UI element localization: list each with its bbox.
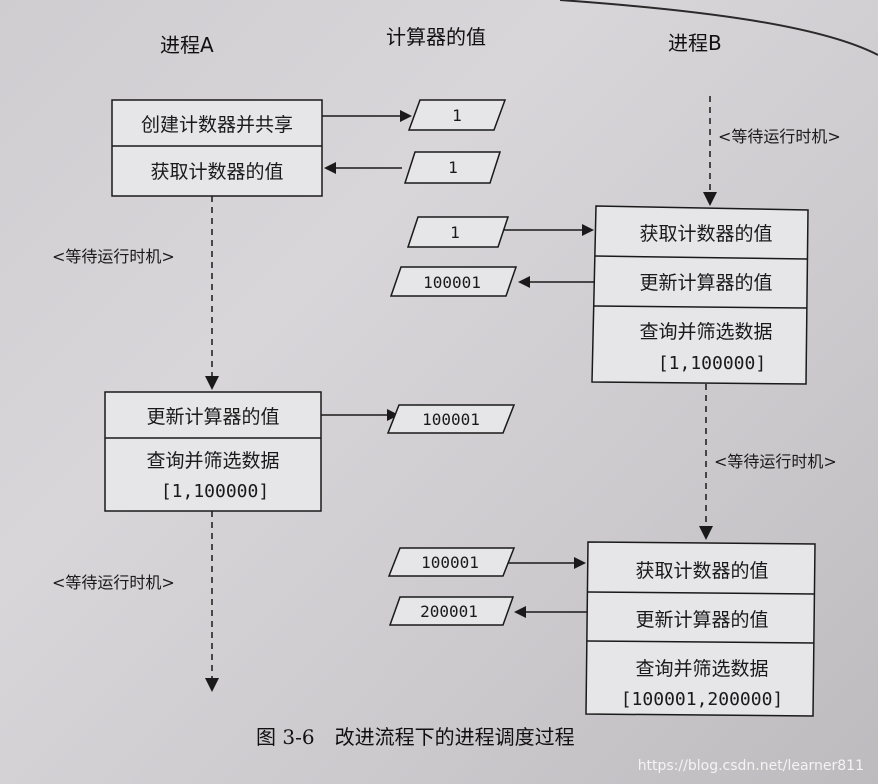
process-b-box-1-row-2: 更新计算器的值 (639, 272, 772, 294)
process-b-wait-label-1: <等待运行时机> (718, 127, 841, 146)
process-a-wait-label-1: <等待运行时机> (52, 247, 175, 266)
header-process-b: 进程B (668, 31, 722, 55)
process-b-wait-arrowhead-2 (699, 526, 713, 540)
process-b-box-2: 获取计数器的值 更新计算器的值 查询并筛选数据 [100001,200000] (585, 541, 816, 717)
process-a-wait-arrowhead-1 (205, 376, 219, 390)
process-b-wait-arrowhead-1 (703, 192, 717, 206)
process-a-wait-arrowhead-2 (205, 678, 219, 692)
value-box-1-text: 1 (452, 106, 462, 125)
value-box-4: 100001 (389, 266, 518, 297)
process-a-box-2-row-1: 更新计算器的值 (146, 406, 279, 428)
process-b-box-1-row-3-line-1: 查询并筛选数据 (639, 321, 772, 343)
value-box-4-text: 100001 (423, 273, 481, 292)
process-a-box-1: 创建计数器并共享 获取计数器的值 (111, 99, 323, 197)
value-box-6: 100001 (387, 547, 516, 577)
process-a-box-1-row-2: 获取计数器的值 (150, 161, 283, 183)
process-b-box-2-row-1: 获取计数器的值 (635, 560, 768, 582)
process-b-wait-label-2: <等待运行时机> (714, 452, 837, 471)
value-box-2-text: 1 (448, 158, 458, 177)
header-process-a: 进程A (160, 33, 214, 57)
process-b-box-2-row-3-line-1: 查询并筛选数据 (635, 658, 768, 680)
process-b-box-1-row-1: 获取计数器的值 (639, 223, 772, 245)
value-box-7-text: 200001 (420, 602, 478, 621)
header-counter-value: 计算器的值 (386, 25, 486, 49)
figure-caption: 图 3-6 改进流程下的进程调度过程 (256, 725, 575, 749)
process-b-box-2-row-2: 更新计算器的值 (635, 609, 768, 631)
process-b-box-2-row-3-line-2: [100001,200000] (621, 689, 784, 710)
value-box-3: 1 (406, 216, 510, 248)
value-box-5: 100001 (386, 404, 516, 434)
page-edge-curve (559, 0, 878, 56)
watermark-url: https://blog.csdn.net/learner811 (638, 758, 864, 774)
process-a-box-2-row-2-line-1: 查询并筛选数据 (146, 450, 279, 472)
process-b-box-1: 获取计数器的值 更新计算器的值 查询并筛选数据 [1,100000] (591, 205, 809, 385)
value-box-1: 1 (407, 99, 507, 131)
process-a-box-2: 更新计算器的值 查询并筛选数据 [1,100000] (104, 391, 322, 512)
value-box-7: 200001 (388, 596, 515, 626)
value-box-2: 1 (403, 151, 502, 184)
value-box-6-text: 100001 (421, 553, 479, 572)
process-a-box-1-row-1: 创建计数器并共享 (141, 114, 293, 136)
value-box-3-text: 1 (450, 223, 460, 242)
process-b-box-1-row-3-line-2: [1,100000] (658, 353, 766, 374)
value-box-5-text: 100001 (422, 410, 480, 429)
process-a-wait-label-2: <等待运行时机> (52, 573, 175, 592)
process-a-box-2-row-2-line-2: [1,100000] (161, 481, 269, 502)
